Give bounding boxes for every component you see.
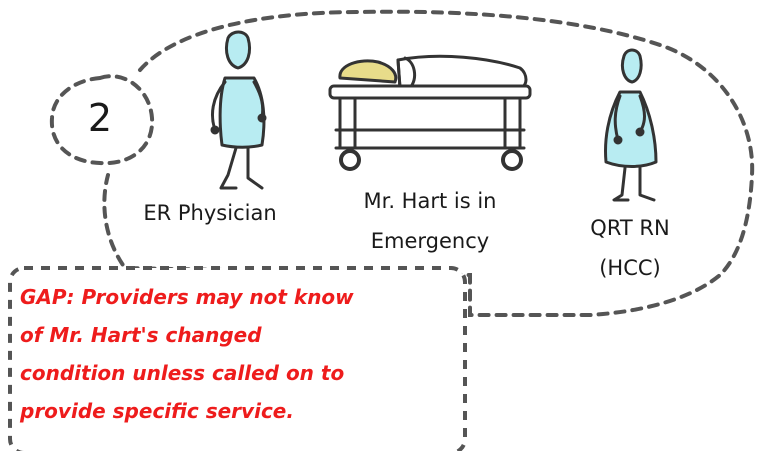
patient-label-line2: Emergency bbox=[370, 229, 490, 253]
physician-label: ER Physician bbox=[143, 201, 277, 225]
patient-label-line1: Mr. Hart is in bbox=[363, 189, 497, 213]
step-number: 2 bbox=[87, 96, 113, 140]
nurse-label-line1: QRT RN bbox=[590, 216, 670, 240]
physician-figure bbox=[210, 30, 267, 190]
gap-note-line: condition unless called on to bbox=[20, 361, 345, 385]
scene-cloud-bubble bbox=[102, 9, 755, 317]
gap-note-box bbox=[8, 266, 467, 451]
nurse-label-line2: (HCC) bbox=[599, 256, 661, 280]
step-number-bubble bbox=[49, 74, 155, 166]
stretcher-with-patient bbox=[328, 54, 532, 171]
gap-note-line: of Mr. Hart's changed bbox=[20, 323, 262, 347]
gap-note: GAP: Providers may not know of Mr. Hart'… bbox=[20, 278, 465, 430]
gap-note-line: provide specific service. bbox=[20, 399, 294, 423]
gap-note-line: GAP: Providers may not know bbox=[20, 285, 354, 309]
nurse-figure bbox=[604, 48, 658, 202]
